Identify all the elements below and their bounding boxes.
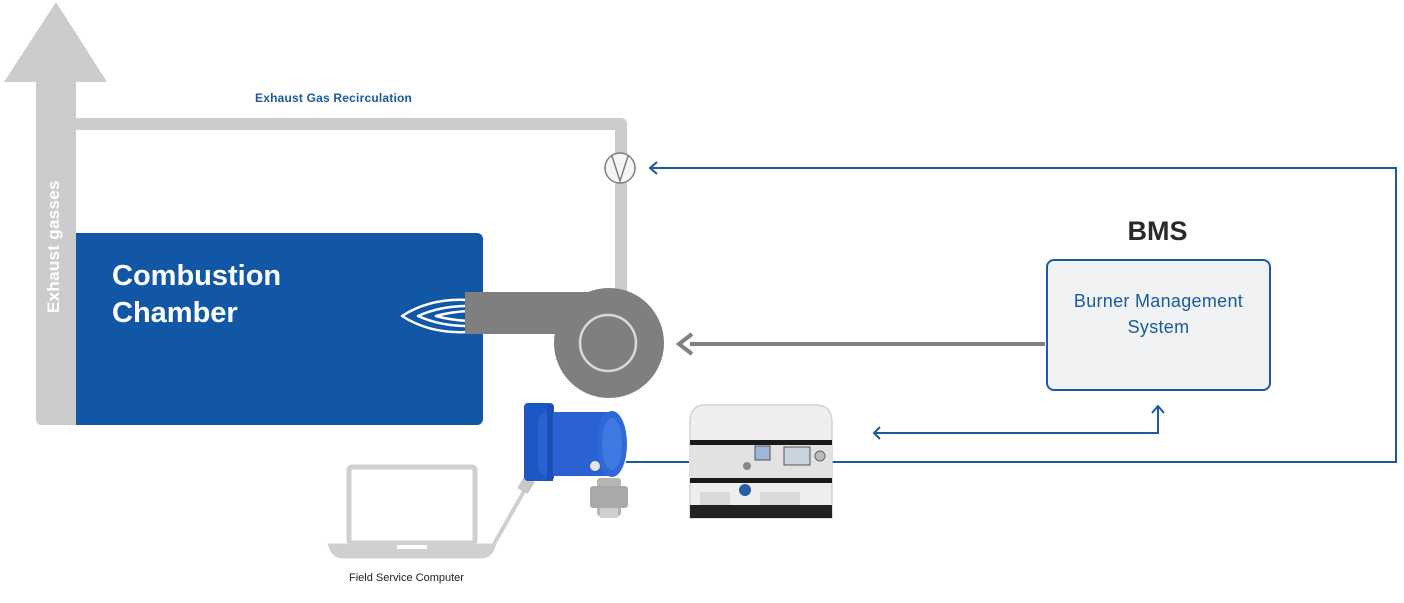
exhaust-stack xyxy=(4,2,107,425)
combustion-chamber xyxy=(76,233,483,425)
flame-icon xyxy=(400,298,469,334)
egr-label: Exhaust Gas Recirculation xyxy=(255,91,413,105)
exhaust-label: Exhaust gasses xyxy=(44,180,63,313)
combustion-chamber-label: Combustion Chamber xyxy=(112,260,282,329)
bms-damper-signal-line xyxy=(648,161,1397,463)
scanner-cable xyxy=(492,485,529,545)
field-service-computer-label: Field Service Computer xyxy=(349,572,464,584)
controller-bms-link xyxy=(872,404,1165,440)
bms-fan-control-arrow xyxy=(675,332,1045,356)
controller-icon xyxy=(689,404,833,519)
bms-box-label: Burner Management System xyxy=(1073,291,1244,337)
scanner-icon xyxy=(524,403,628,518)
damper-valve-icon xyxy=(604,152,636,184)
laptop-icon xyxy=(327,464,497,559)
bms-title: BMS xyxy=(1127,216,1188,246)
egr-pipe xyxy=(76,118,627,310)
fan-icon xyxy=(465,288,664,398)
bms-box: Burner Management System xyxy=(1046,259,1271,391)
